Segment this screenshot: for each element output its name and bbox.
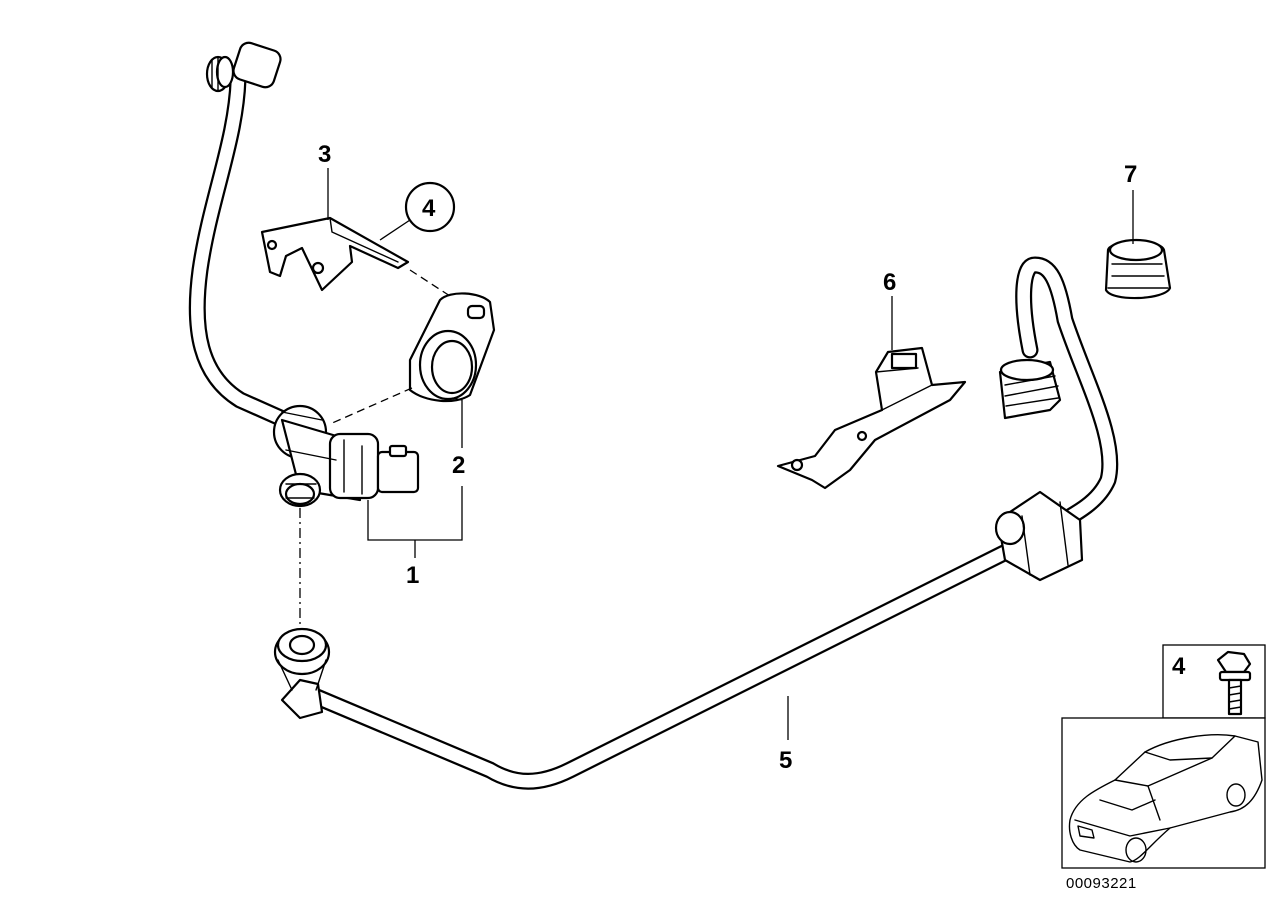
callout-4-circle: [404, 181, 456, 233]
lower-left-connector: [273, 627, 331, 720]
bracket-part-6: [776, 346, 967, 490]
callout-3: 3: [318, 141, 331, 168]
callout-7: 7: [1124, 161, 1137, 188]
lower-hose-part-5: [303, 256, 1119, 790]
leader-lines: [299, 168, 1134, 740]
upper-right-connector: [998, 358, 1062, 420]
inset-bolt-box: 4: [1162, 644, 1266, 719]
car-location-icon: [1068, 734, 1263, 863]
bolt-icon: [1216, 650, 1252, 716]
callout-5: 5: [779, 747, 792, 774]
hose-grommet: [994, 490, 1084, 582]
callout-4-inset: 4: [1172, 653, 1186, 680]
clamp-ring-part-2: [408, 292, 496, 403]
bracket-part-3: [260, 216, 410, 292]
inset-car-box: [1061, 717, 1266, 869]
callout-1: 1: [406, 562, 419, 589]
reference-number: 00093221: [1066, 875, 1137, 892]
callout-4-circled: 4: [422, 195, 436, 222]
valve-part-1: [272, 404, 420, 508]
callout-2: 2: [452, 452, 465, 479]
connector-cap-part-7: [1104, 238, 1172, 300]
upper-hose: [188, 71, 294, 429]
callout-6: 6: [883, 269, 896, 296]
top-hose-connector: [205, 41, 282, 93]
